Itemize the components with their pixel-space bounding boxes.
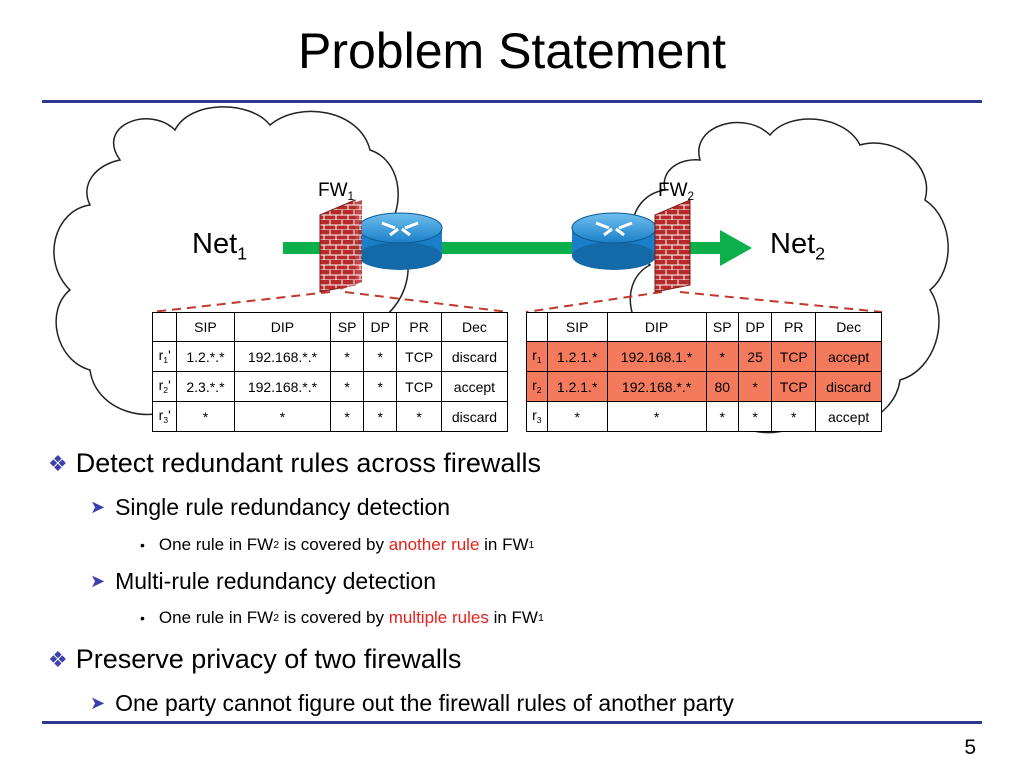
cell: 1.2.*.* [176,341,235,372]
header-cell: Dec [815,312,882,342]
cell: * [771,401,817,432]
header-cell: SP [705,312,739,342]
fw2-label: FW2 [658,180,695,204]
callout-line-fw2-right [679,291,883,313]
header-cell [151,312,178,342]
header-cell: SIP [546,312,608,342]
network-diagram [53,106,949,434]
diamond-bullet-icon: ❖ [48,450,68,476]
rule-id: r2' [151,371,178,402]
callout-line-fw1-left [151,291,331,313]
rule-id: r1 [526,341,548,372]
cell: discard [440,341,509,372]
callout-line-fw1-right [344,291,509,313]
cell: TCP [396,371,442,402]
bullet-level2: ➤ Single rule redundancy detection [90,494,451,520]
cell: * [606,401,707,432]
header-cell [526,312,548,342]
cell: 192.168.1.* [606,341,707,372]
table-row: r3 * * * * * accept [526,401,882,432]
cell: 80 [705,371,739,402]
net1-label: Net1 [192,228,248,264]
cell: 1.2.1.* [546,341,608,372]
firewall-2-icon [654,199,691,293]
rule-id: r3 [526,401,548,432]
traffic-arrow-head [720,230,752,266]
cell: 192.168.*.* [233,341,332,372]
bullet-level1: ❖ Preserve privacy of two firewalls [48,644,462,674]
table-row: r1' 1.2.*.* 192.168.*.* * * TCP discard [151,341,509,372]
dot-bullet-icon: • [140,537,145,553]
cell: * [362,401,398,432]
header-cell: PR [396,312,442,342]
cell: discard [815,371,882,402]
rule-id: r3' [151,401,178,432]
cell: * [705,341,739,372]
header-cell: PR [771,312,817,342]
header-cell: Dec [440,312,509,342]
fw1-rule-table: SIP DIP SP DP PR Dec r1' 1.2.*.* 192.168… [151,312,509,432]
page-number: 5 [964,736,976,759]
cell: * [705,401,739,432]
cell: TCP [396,341,442,372]
bullet-level2: ➤ One party cannot figure out the firewa… [90,690,734,716]
header-cell: DP [737,312,773,342]
bullet-level2: ➤ Multi-rule redundancy detection [90,568,436,594]
rule-id: r2 [526,371,548,402]
cell: discard [440,401,509,432]
cell: accept [815,401,882,432]
cell: * [330,401,364,432]
header-cell: DIP [606,312,707,342]
cell: accept [440,371,509,402]
callout-line-fw2-left [525,291,663,313]
cell: * [330,341,364,372]
cell: accept [815,341,882,372]
cell: TCP [771,371,817,402]
rule-id: r1' [151,341,178,372]
cell: * [546,401,608,432]
cell: 2.3.*.* [176,371,235,402]
header-cell: SIP [176,312,235,342]
cell: 192.168.*.* [233,371,332,402]
arrow-bullet-icon: ➤ [90,693,106,713]
bullet-level1: ❖ Detect redundant rules across firewall… [48,448,541,478]
cell: * [737,401,773,432]
fw2-rule-table: SIP DIP SP DP PR Dec r1 1.2.1.* 192.168.… [526,312,882,432]
router-1-icon [357,212,443,270]
cell: 192.168.*.* [606,371,707,402]
table-header-row: SIP DIP SP DP PR Dec [526,312,882,342]
header-cell: SP [330,312,364,342]
cell: 1.2.1.* [546,371,608,402]
slide-title: Problem Statement [298,23,726,79]
cell: TCP [771,341,817,372]
title-divider [42,100,982,103]
cell: * [233,401,332,432]
arrow-bullet-icon: ➤ [90,497,106,517]
net2-label: Net2 [770,228,826,264]
cell: * [176,401,235,432]
table-row-highlighted: r1 1.2.1.* 192.168.1.* * 25 TCP accept [526,341,882,372]
dot-bullet-icon: • [140,610,145,626]
table-row-highlighted: r2 1.2.1.* 192.168.*.* 80 * TCP discard [526,371,882,402]
cell: 25 [737,341,773,372]
header-cell: DP [362,312,398,342]
table-row: r3' * * * * * discard [151,401,509,432]
router-2-icon [571,212,657,270]
cell: * [362,341,398,372]
firewall-1-icon [319,199,362,293]
table-header-row: SIP DIP SP DP PR Dec [151,312,509,342]
cell: * [396,401,442,432]
cell: * [330,371,364,402]
fw1-label: FW1 [318,180,355,204]
cell: * [737,371,773,402]
footer-divider [42,721,982,724]
arrow-bullet-icon: ➤ [90,571,106,591]
header-cell: DIP [233,312,332,342]
diamond-bullet-icon: ❖ [48,646,68,672]
table-row: r2' 2.3.*.* 192.168.*.* * * TCP accept [151,371,509,402]
cell: * [362,371,398,402]
